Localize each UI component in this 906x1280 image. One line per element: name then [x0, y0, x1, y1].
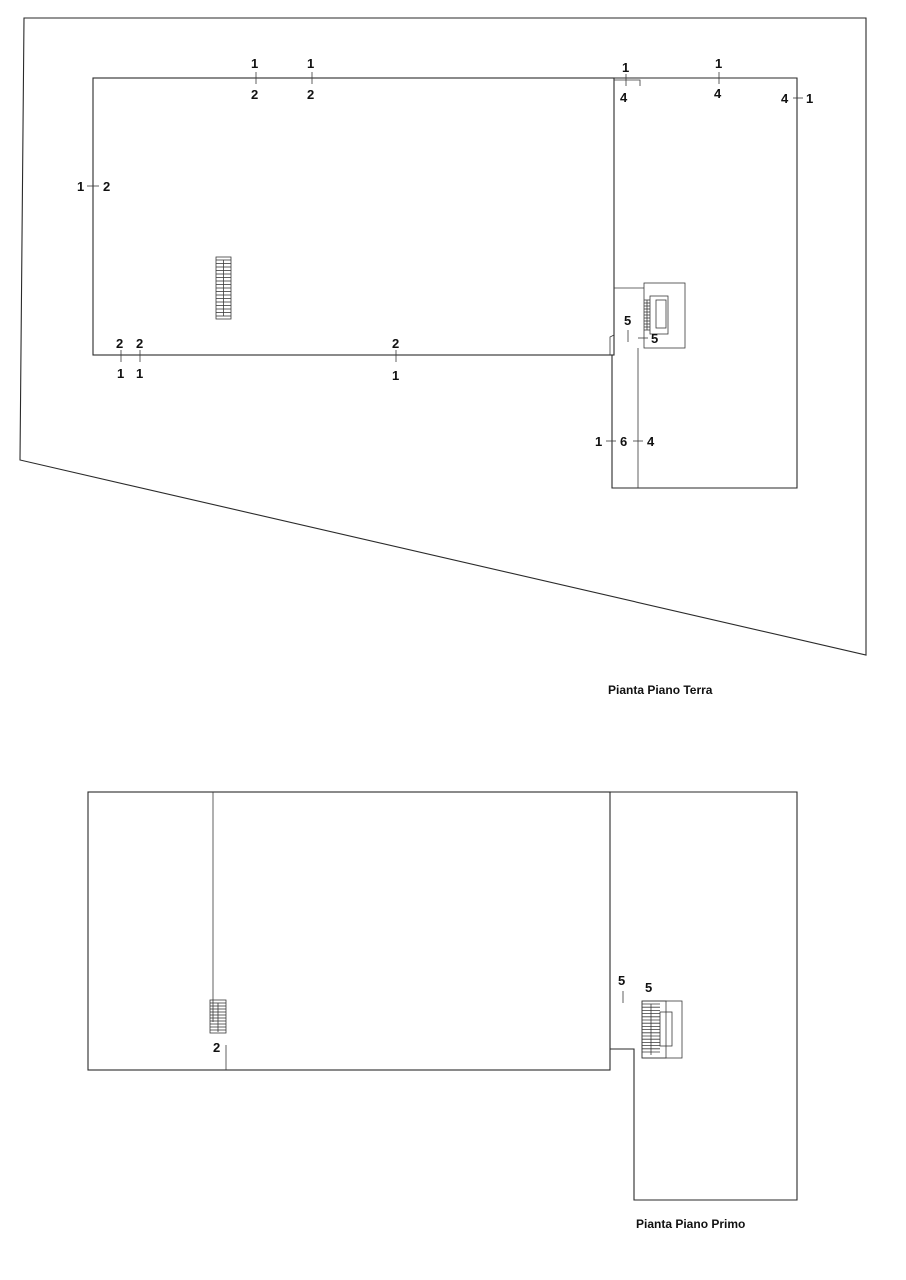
- marker-corridor-c: 4: [647, 434, 655, 449]
- marker-ticks: [87, 72, 803, 442]
- staircase-ground-left: [215, 256, 232, 320]
- main-building-notch: [609, 334, 615, 355]
- marker-top-right-a: 4: [781, 91, 789, 106]
- ground-floor-plan: 1 2 1 2 1 4 1 4 4 1 1 2 2 1 2 1 2 1 5 5 …: [19, 17, 867, 697]
- marker-stair-a: 5: [624, 313, 631, 328]
- ground-floor-caption: Pianta Piano Terra: [608, 683, 713, 697]
- first-floor-caption: Pianta Piano Primo: [636, 1217, 745, 1231]
- first-floor-plan: 2 5 5 Pianta Piano Primo: [87, 791, 798, 1231]
- marker-top3-b: 4: [620, 90, 628, 105]
- marker-bottom3-b: 1: [392, 368, 399, 383]
- marker-top2-a: 1: [307, 56, 314, 71]
- marker-top4-b: 4: [714, 86, 722, 101]
- staircase-ground-right: [643, 282, 686, 349]
- entrance-notch: [614, 79, 641, 86]
- site-boundary: [19, 17, 867, 656]
- marker-bottom3-a: 2: [392, 336, 399, 351]
- marker-top-right-b: 1: [806, 91, 813, 106]
- marker-top1-b: 2: [251, 87, 258, 102]
- first-marker-stair: 5: [645, 980, 652, 995]
- marker-bottom2-a: 2: [136, 336, 143, 351]
- first-floor-right-wing-outline: [610, 791, 798, 1201]
- marker-left-b: 2: [103, 179, 110, 194]
- marker-bottom1-b: 1: [117, 366, 124, 381]
- first-floor-main-outline: [87, 791, 611, 1071]
- marker-corridor-a: 1: [595, 434, 602, 449]
- staircase-first-left: [209, 999, 227, 1034]
- marker-left-a: 1: [77, 179, 84, 194]
- marker-bottom2-b: 1: [136, 366, 143, 381]
- marker-top1-a: 1: [251, 56, 258, 71]
- first-marker-wall: 5: [618, 973, 625, 988]
- marker-top2-b: 2: [307, 87, 314, 102]
- marker-top4-a: 1: [715, 56, 722, 71]
- main-building-outline: [92, 77, 615, 356]
- marker-corridor-b: 6: [620, 434, 627, 449]
- marker-bottom1-a: 2: [116, 336, 123, 351]
- marker-stair-b: 5: [651, 331, 658, 346]
- marker-top3-a: 1: [622, 60, 629, 75]
- staircase-first-right: [641, 1000, 683, 1059]
- first-marker-left-stair: 2: [213, 1040, 220, 1055]
- right-wing-outline: [611, 77, 798, 489]
